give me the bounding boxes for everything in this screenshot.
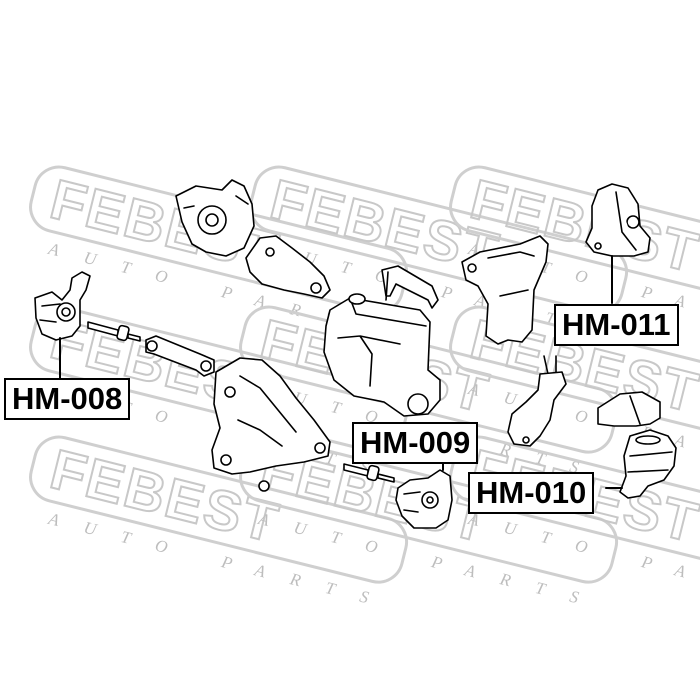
callout-hm-011[interactable]: HM-011 [554, 304, 679, 346]
hm010-mount-icon [619, 429, 677, 499]
hm009-mount-icon [395, 469, 453, 529]
engine-block-icon [323, 265, 441, 417]
callout-hm-009[interactable]: HM-009 [352, 422, 479, 464]
front-mount-top-icon [175, 179, 255, 257]
bolt-left-icon [87, 321, 141, 342]
hm008-mount-icon [34, 271, 91, 341]
link-rod-icon [145, 335, 215, 377]
bolt-lower-icon [343, 463, 395, 483]
bracket-upper-center-icon [245, 235, 331, 299]
bracket-lower-center-icon [211, 357, 331, 492]
rubber-mount-right-icon [597, 391, 661, 427]
callout-hm-010[interactable]: HM-010 [468, 472, 595, 514]
hm011-mount-icon [585, 183, 651, 257]
callout-hm-008[interactable]: HM-008 [4, 378, 131, 420]
bracket-right-upper-icon [461, 235, 549, 345]
stud-bracket-icon [507, 355, 567, 447]
